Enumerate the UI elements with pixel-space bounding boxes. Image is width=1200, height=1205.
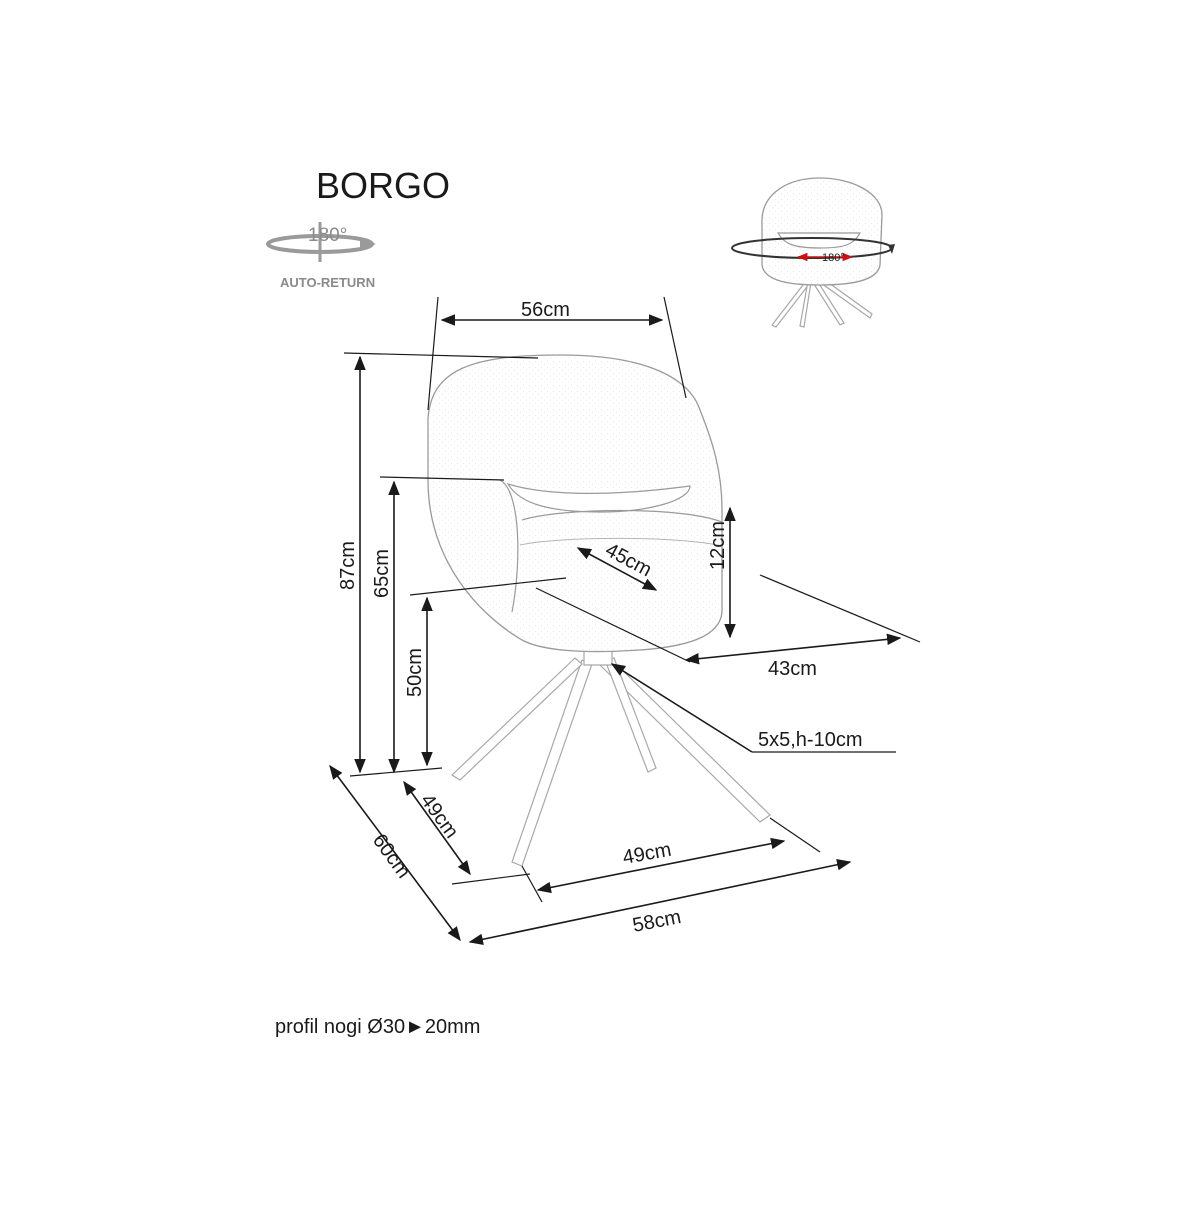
label-leg-profile: 5x5,h-10cm (758, 729, 863, 751)
auto-return-label: AUTO-RETURN (280, 275, 375, 290)
label-seat-depth: 43cm (768, 658, 817, 680)
dimension-leg-profile (610, 663, 896, 753)
dimension-width-top (427, 296, 687, 411)
dimension-seat-depth (535, 574, 921, 665)
thumbnail-chair (731, 177, 895, 328)
dimension-seat-diagonal (576, 547, 658, 591)
ground-line (349, 767, 443, 777)
label-width-total: 58cm (631, 906, 683, 937)
rotation-label: 180° (308, 225, 347, 246)
dimension-height-arm (379, 476, 505, 774)
dimension-height-total (343, 352, 539, 774)
leg-profile-note: profil nogi Ø30►20mm (275, 1016, 480, 1038)
dimension-depth-total (329, 764, 461, 942)
label-height-total: 87cm (337, 541, 359, 590)
product-title: BORGO (316, 165, 450, 206)
main-chair (427, 354, 771, 867)
dimension-width-total (468, 859, 852, 945)
label-depth-total: 60cm (368, 830, 415, 882)
auto-return-icon (266, 222, 376, 262)
label-base-depth: 49cm (416, 790, 463, 842)
label-height-arm: 65cm (371, 549, 393, 598)
thumb-rotation-label: 180° (822, 252, 845, 264)
label-width-top: 56cm (521, 299, 570, 321)
label-seat-cushion: 12cm (707, 521, 729, 570)
dimension-height-seat (409, 577, 567, 767)
label-height-seat: 50cm (404, 648, 426, 697)
